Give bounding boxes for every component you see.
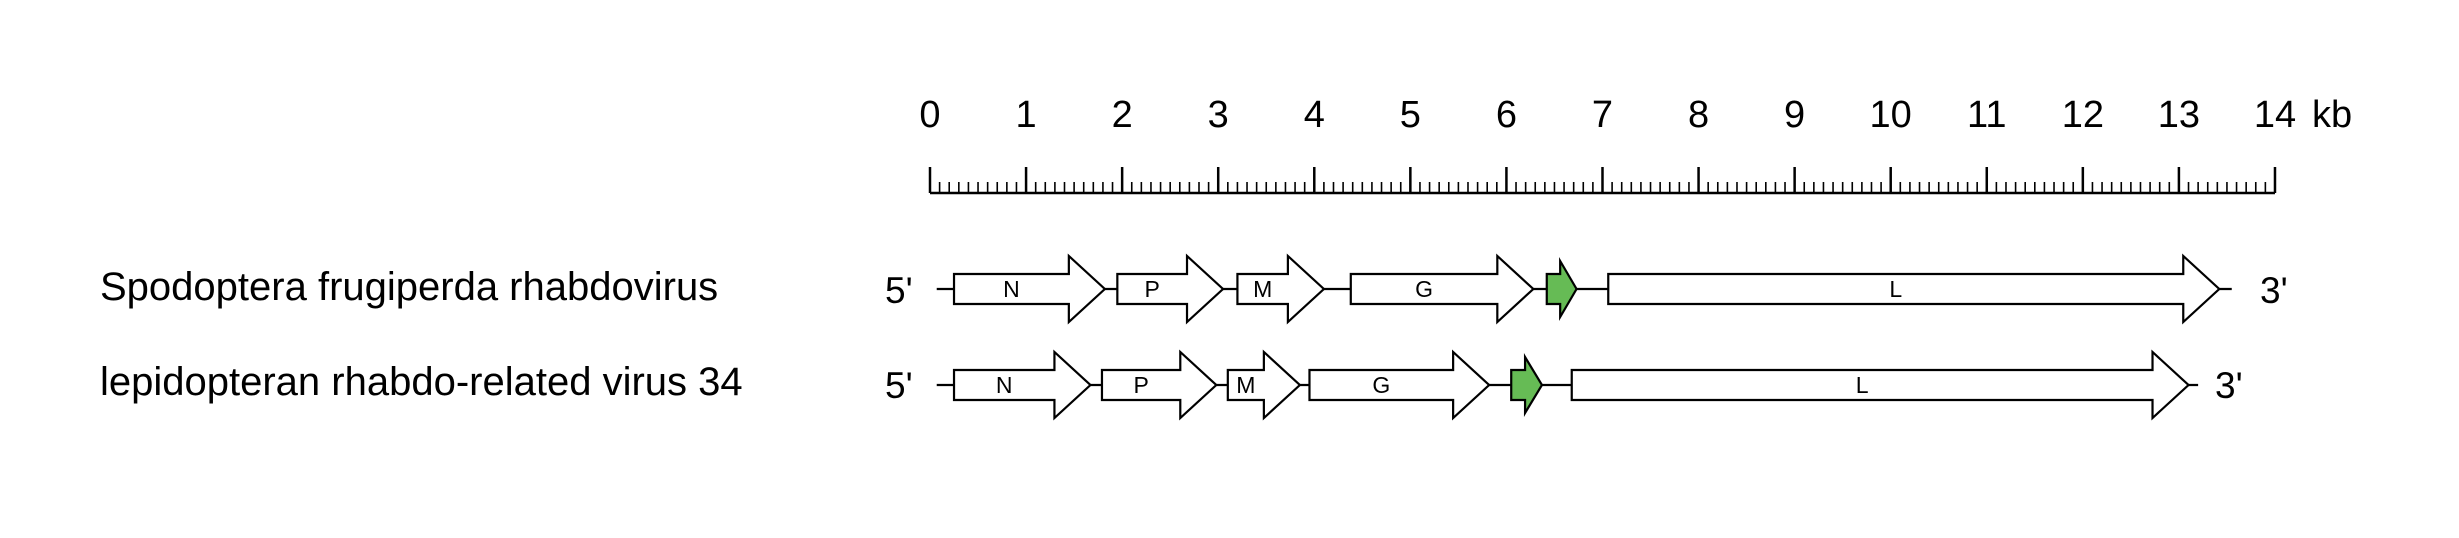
scale-unit-label: kb: [2312, 94, 2352, 136]
gene-label: P: [1145, 276, 1160, 302]
five-prime-label: 5': [885, 365, 913, 406]
tick-label: 11: [1967, 94, 2006, 136]
tick-label: 10: [1870, 94, 1912, 136]
unlabeled-gene-arrow: [1510, 353, 1544, 417]
tick-label: 3: [1208, 94, 1229, 136]
tick-label: 8: [1688, 94, 1709, 136]
gene-label: G: [1372, 372, 1390, 398]
gene-label: N: [996, 372, 1013, 398]
unlabeled-gene-arrow: [1545, 256, 1578, 322]
gene-label: P: [1133, 372, 1148, 398]
tick-label: 13: [2158, 94, 2200, 136]
gene-arrow-m: [1236, 253, 1326, 325]
gene-arrow-n: [952, 349, 1093, 421]
gene-label: G: [1415, 276, 1433, 302]
tick-label: 0: [919, 94, 940, 136]
tick-label: 6: [1496, 94, 1517, 136]
genome-row-lrrv34: lepidopteran rhabdo-related virus 34 5' …: [100, 349, 2243, 421]
three-prime-label: 3': [2215, 365, 2243, 406]
gene-arrow-g: [1349, 253, 1535, 325]
gene-arrow-m: [1226, 349, 1302, 421]
gene-label: M: [1253, 276, 1272, 302]
gene-arrow-p: [1100, 349, 1218, 421]
tick-label: 4: [1304, 94, 1325, 136]
gene-label: M: [1236, 372, 1255, 398]
genome-row-sfrv: Spodoptera frugiperda rhabdovirus 5' 3' …: [100, 253, 2288, 325]
tick-label: 1: [1015, 94, 1036, 136]
tick-label: 9: [1784, 94, 1805, 136]
tick-label: 5: [1400, 94, 1421, 136]
gene-label: N: [1003, 276, 1020, 302]
gene-arrow-n: [952, 253, 1107, 325]
tick-label: 12: [2062, 94, 2104, 136]
gene-label: L: [1889, 276, 1902, 302]
three-prime-label: 3': [2260, 270, 2288, 311]
genome-name: lepidopteran rhabdo-related virus 34: [100, 360, 743, 404]
genome-name: Spodoptera frugiperda rhabdovirus: [100, 265, 718, 309]
gene-arrow-g: [1308, 349, 1491, 421]
gene-arrow-p: [1116, 253, 1225, 325]
tick-label: 2: [1112, 94, 1133, 136]
tick-label: 7: [1592, 94, 1613, 136]
gene-label: L: [1856, 372, 1869, 398]
gene-arrow-l: [1570, 349, 2191, 421]
gene-arrow-l: [1607, 253, 2221, 325]
five-prime-label: 5': [885, 270, 913, 311]
tick-label: 14: [2254, 94, 2296, 136]
